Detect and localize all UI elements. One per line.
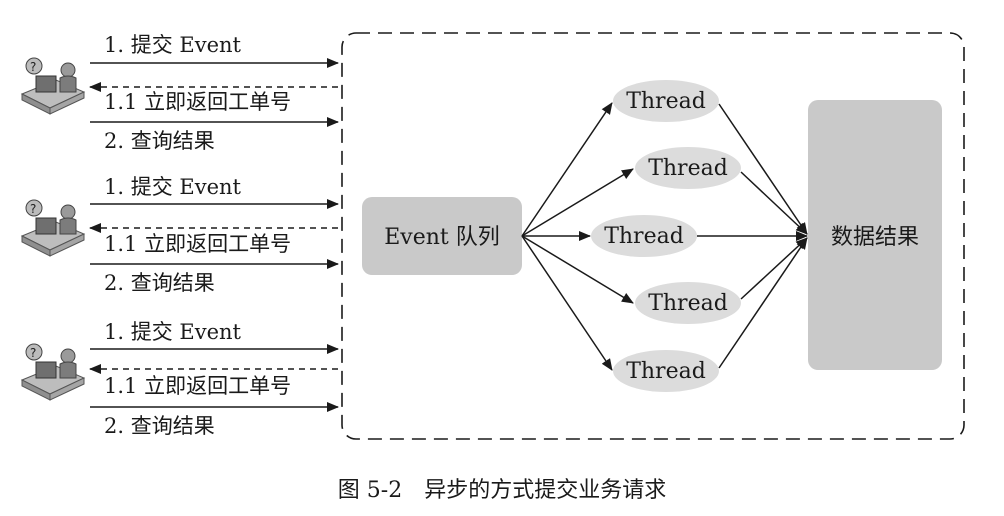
thread-label-5: Thread xyxy=(626,359,706,384)
thread-node-2 xyxy=(635,147,741,189)
user-at-computer-icon: ? xyxy=(20,199,86,257)
thread-label-4: Thread xyxy=(648,291,728,316)
return-label: 1.1 立即返回工单号 xyxy=(104,232,291,256)
return-label: 1.1 立即返回工单号 xyxy=(104,374,291,398)
submit-label: 1. 提交 Event xyxy=(104,320,242,344)
query-label: 2. 查询结果 xyxy=(104,271,215,295)
client-group-2: ? 1. 提交 Event 1.1 立即返回工单号 2. 查询结果 xyxy=(20,175,339,295)
queue-to-thread-2-arrow xyxy=(521,168,634,237)
thread-node-5 xyxy=(613,350,719,392)
query-label: 2. 查询结果 xyxy=(104,129,215,153)
thread-node-3 xyxy=(591,215,697,257)
client-group-1: ? 1. 提交 Event 1.1 立即返回工单号 2. 查询结果 xyxy=(20,33,339,153)
thread-5-to-result-arrow xyxy=(718,237,808,369)
thread-label-3: Thread xyxy=(604,224,684,249)
thread-node-4 xyxy=(635,282,741,324)
data-result-box xyxy=(808,100,942,370)
queue-to-thread-4-arrow xyxy=(521,235,634,304)
svg-text:?: ? xyxy=(30,202,36,216)
thread-label-1: Thread xyxy=(626,89,706,114)
query-label: 2. 查询结果 xyxy=(104,414,215,438)
thread-2-to-result-arrow xyxy=(740,171,808,235)
figure-caption: 图 5-2 异步的方式提交业务请求 xyxy=(338,478,666,503)
svg-text:?: ? xyxy=(30,60,36,74)
return-label: 1.1 立即返回工单号 xyxy=(104,90,291,114)
thread-label-2: Thread xyxy=(648,156,728,181)
event-queue-label: Event 队列 xyxy=(384,225,500,250)
system-boundary xyxy=(341,32,965,440)
user-at-computer-icon: ? xyxy=(20,57,86,115)
thread-node-1 xyxy=(613,80,719,122)
svg-text:?: ? xyxy=(30,346,36,360)
event-queue-box xyxy=(362,197,522,275)
submit-label: 1. 提交 Event xyxy=(104,175,242,199)
user-at-computer-icon: ? xyxy=(20,343,86,401)
client-group-3: ? 1. 提交 Event 1.1 立即返回工单号 2. 查询结果 xyxy=(20,320,339,438)
queue-to-thread-5-arrow xyxy=(521,235,613,371)
thread-4-to-result-arrow xyxy=(740,237,808,300)
submit-label: 1. 提交 Event xyxy=(104,33,242,57)
queue-to-thread-1-arrow xyxy=(521,102,613,237)
thread-1-to-result-arrow xyxy=(718,103,808,235)
data-result-label: 数据结果 xyxy=(831,225,919,250)
